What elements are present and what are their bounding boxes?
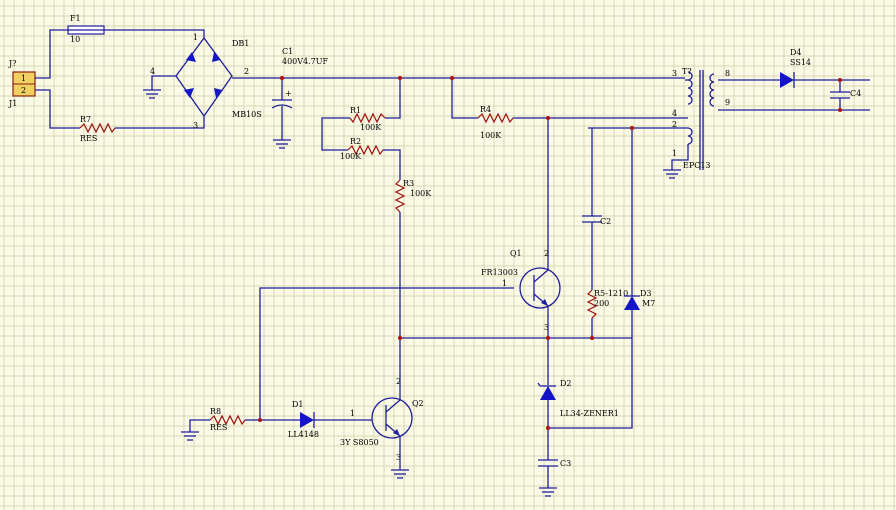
j1-ref: J1 (8, 99, 17, 108)
transistor-q2: 2 1 3 Q2 3Y S8050 (340, 377, 424, 462)
f1-value: 10 (70, 35, 80, 44)
t1-pin-8: 8 (725, 69, 730, 78)
d3-ref: D3 (640, 289, 652, 298)
c4-ref: C4 (850, 89, 861, 98)
ground-t1 (663, 169, 681, 179)
d3-value: M7 (642, 299, 655, 308)
capacitor-c3: C3 (538, 459, 571, 468)
resistor-r2: R2 100K (340, 137, 384, 161)
t1-pin-3: 3 (672, 69, 677, 78)
q2-pin-3: 3 (396, 453, 401, 462)
diode-d3: D3 M7 (624, 289, 655, 310)
r7-ref: R7 (80, 115, 91, 124)
d4-value: SS14 (790, 58, 811, 67)
q1-value: FR13003 (481, 268, 518, 277)
r3-value: 100K (410, 189, 432, 198)
r1-value: 100K (360, 123, 382, 132)
q1-pin-3: 3 (544, 323, 549, 332)
resistor-r5: R5-1210 200 (586, 289, 628, 319)
db1-pin-1: 1 (193, 33, 198, 42)
d2-value: LL34-ZENER1 (560, 409, 619, 418)
c1-value: 400V4.7UF (282, 57, 329, 66)
r4-value: 100K (480, 131, 502, 140)
j1-ref2: J? (8, 59, 17, 68)
d4-ref: D4 (790, 48, 802, 57)
f1-ref: F1 (70, 14, 81, 23)
c1-ref: C1 (282, 47, 293, 56)
r5-ref: R5-1210 (594, 289, 628, 298)
transformer-t1: 3 4 2 1 8 9 T? EPC13 (672, 67, 730, 170)
junctions (258, 76, 842, 430)
t1-ref: T? (682, 67, 692, 76)
db1-pin-4: 4 (150, 67, 155, 76)
connector-j1: 1 2 J? J1 (8, 59, 36, 108)
q2-ref: Q2 (412, 399, 424, 408)
t1-pin-9: 9 (725, 98, 730, 107)
q1-pin-2: 2 (544, 249, 549, 258)
d1-value: LL4148 (288, 430, 319, 439)
r5-value: 200 (594, 299, 609, 308)
resistor-r8: R8 RES (209, 407, 246, 432)
ground-q2 (391, 469, 409, 479)
ground-r8 (181, 431, 199, 441)
q2-value: 3Y S8050 (340, 438, 379, 447)
resistor-r7: R7 RES (79, 115, 116, 143)
fuse-f1: F1 10 (67, 14, 105, 44)
d1-ref: D1 (292, 400, 304, 409)
r8-value: RES (210, 423, 227, 432)
r4-ref: R4 (480, 105, 491, 114)
r1-ref: R1 (350, 106, 361, 115)
resistor-r3: R3 100K (394, 179, 432, 213)
c1-plus: + (285, 89, 292, 98)
transistor-q1: 2 1 3 Q1 FR13003 (481, 249, 561, 332)
t1-pin-2: 2 (672, 120, 677, 129)
zener-d2: D2 LL34-ZENER1 (537, 379, 619, 418)
j1-pin-1: 1 (21, 74, 26, 83)
capacitor-c1: + C1 400V4.7UF (271, 47, 329, 149)
ground-db1 (143, 89, 161, 99)
resistor-r1: R1 100K (349, 106, 386, 132)
r8-ref: R8 (210, 407, 221, 416)
r2-value: 100K (340, 152, 362, 161)
t1-value: EPC13 (683, 161, 711, 170)
q1-ref: Q1 (510, 249, 522, 258)
q1-pin-1: 1 (502, 279, 507, 288)
q2-pin-2: 2 (396, 377, 401, 386)
capacitor-c2: C2 (582, 215, 611, 226)
diode-d4: D4 SS14 (780, 48, 811, 88)
t1-pin-1: 1 (672, 149, 677, 158)
d2-ref: D2 (560, 379, 572, 388)
c2-ref: C2 (600, 217, 611, 226)
db1-value: MB10S (232, 110, 262, 119)
resistor-r4: R4 100K (477, 105, 514, 140)
c3-ref: C3 (560, 459, 571, 468)
r3-ref: R3 (403, 179, 414, 188)
q2-pin-1: 1 (350, 409, 355, 418)
db1-pin-2: 2 (244, 67, 249, 76)
bridge-rectifier-db1: 1 2 3 4 DB1 MB10S (150, 33, 262, 130)
ground-c3 (539, 487, 557, 497)
t1-pin-4: 4 (672, 109, 677, 118)
db1-pin-3: 3 (193, 121, 198, 130)
db1-ref: DB1 (232, 39, 249, 48)
j1-pin-2: 2 (21, 86, 26, 95)
r7-value: RES (80, 134, 97, 143)
r2-ref: R2 (350, 137, 361, 146)
